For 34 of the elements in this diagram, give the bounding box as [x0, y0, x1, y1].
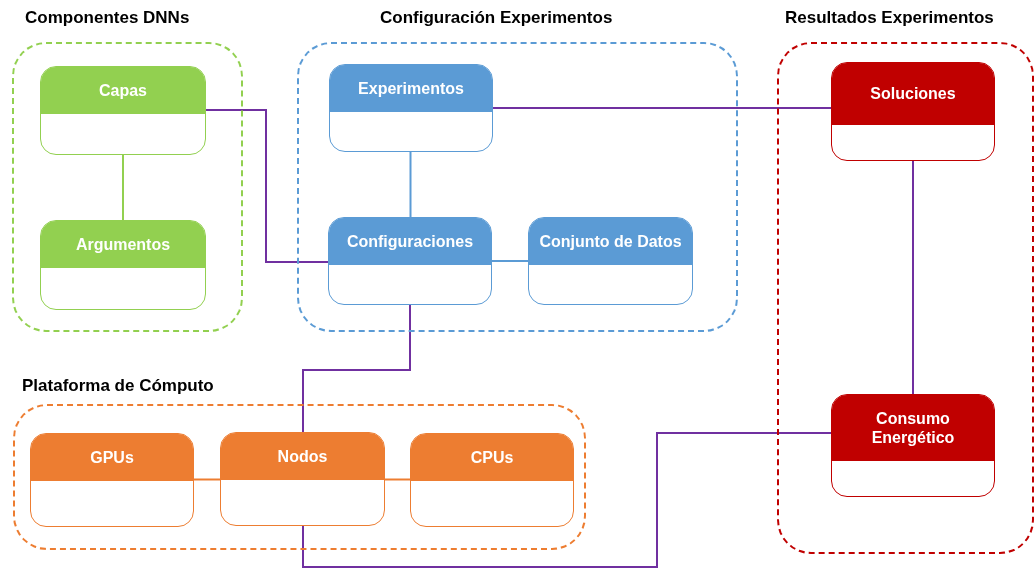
card-title: Configuraciones	[329, 218, 491, 265]
card-title: Capas	[41, 67, 205, 114]
card-title: Soluciones	[832, 63, 994, 125]
entity-card	[30, 433, 194, 527]
connector-line	[122, 154, 124, 221]
connector-line	[193, 478, 221, 481]
connector-line	[384, 478, 411, 481]
connector-line	[302, 432, 832, 568]
entity-card	[831, 394, 995, 497]
entity-card	[528, 217, 693, 305]
connector-line	[302, 304, 411, 433]
connector-line	[492, 107, 832, 109]
group-heading: Configuración Experimentos	[380, 8, 613, 28]
card-title: Argumentos	[41, 221, 205, 268]
group-heading: Resultados Experimentos	[785, 8, 994, 28]
connector-line	[409, 151, 412, 218]
entity-card	[329, 64, 493, 152]
card-title: GPUs	[31, 434, 193, 481]
entity-card	[410, 433, 574, 527]
entity-card	[328, 217, 492, 305]
group-heading: Plataforma de Cómputo	[22, 376, 214, 396]
entity-card	[40, 66, 206, 155]
group-heading: Componentes DNNs	[25, 8, 190, 28]
card-title: Nodos	[221, 433, 384, 480]
entity-card	[220, 432, 385, 526]
card-title: CPUs	[411, 434, 573, 481]
entity-card	[831, 62, 995, 161]
entity-card	[40, 220, 206, 310]
card-title: Consumo Energético	[832, 395, 994, 461]
card-title: Experimentos	[330, 65, 492, 112]
connector-line	[205, 109, 329, 263]
connector-line	[912, 160, 914, 395]
connector-line	[491, 260, 529, 262]
card-title: Conjunto de Datos	[529, 218, 692, 265]
